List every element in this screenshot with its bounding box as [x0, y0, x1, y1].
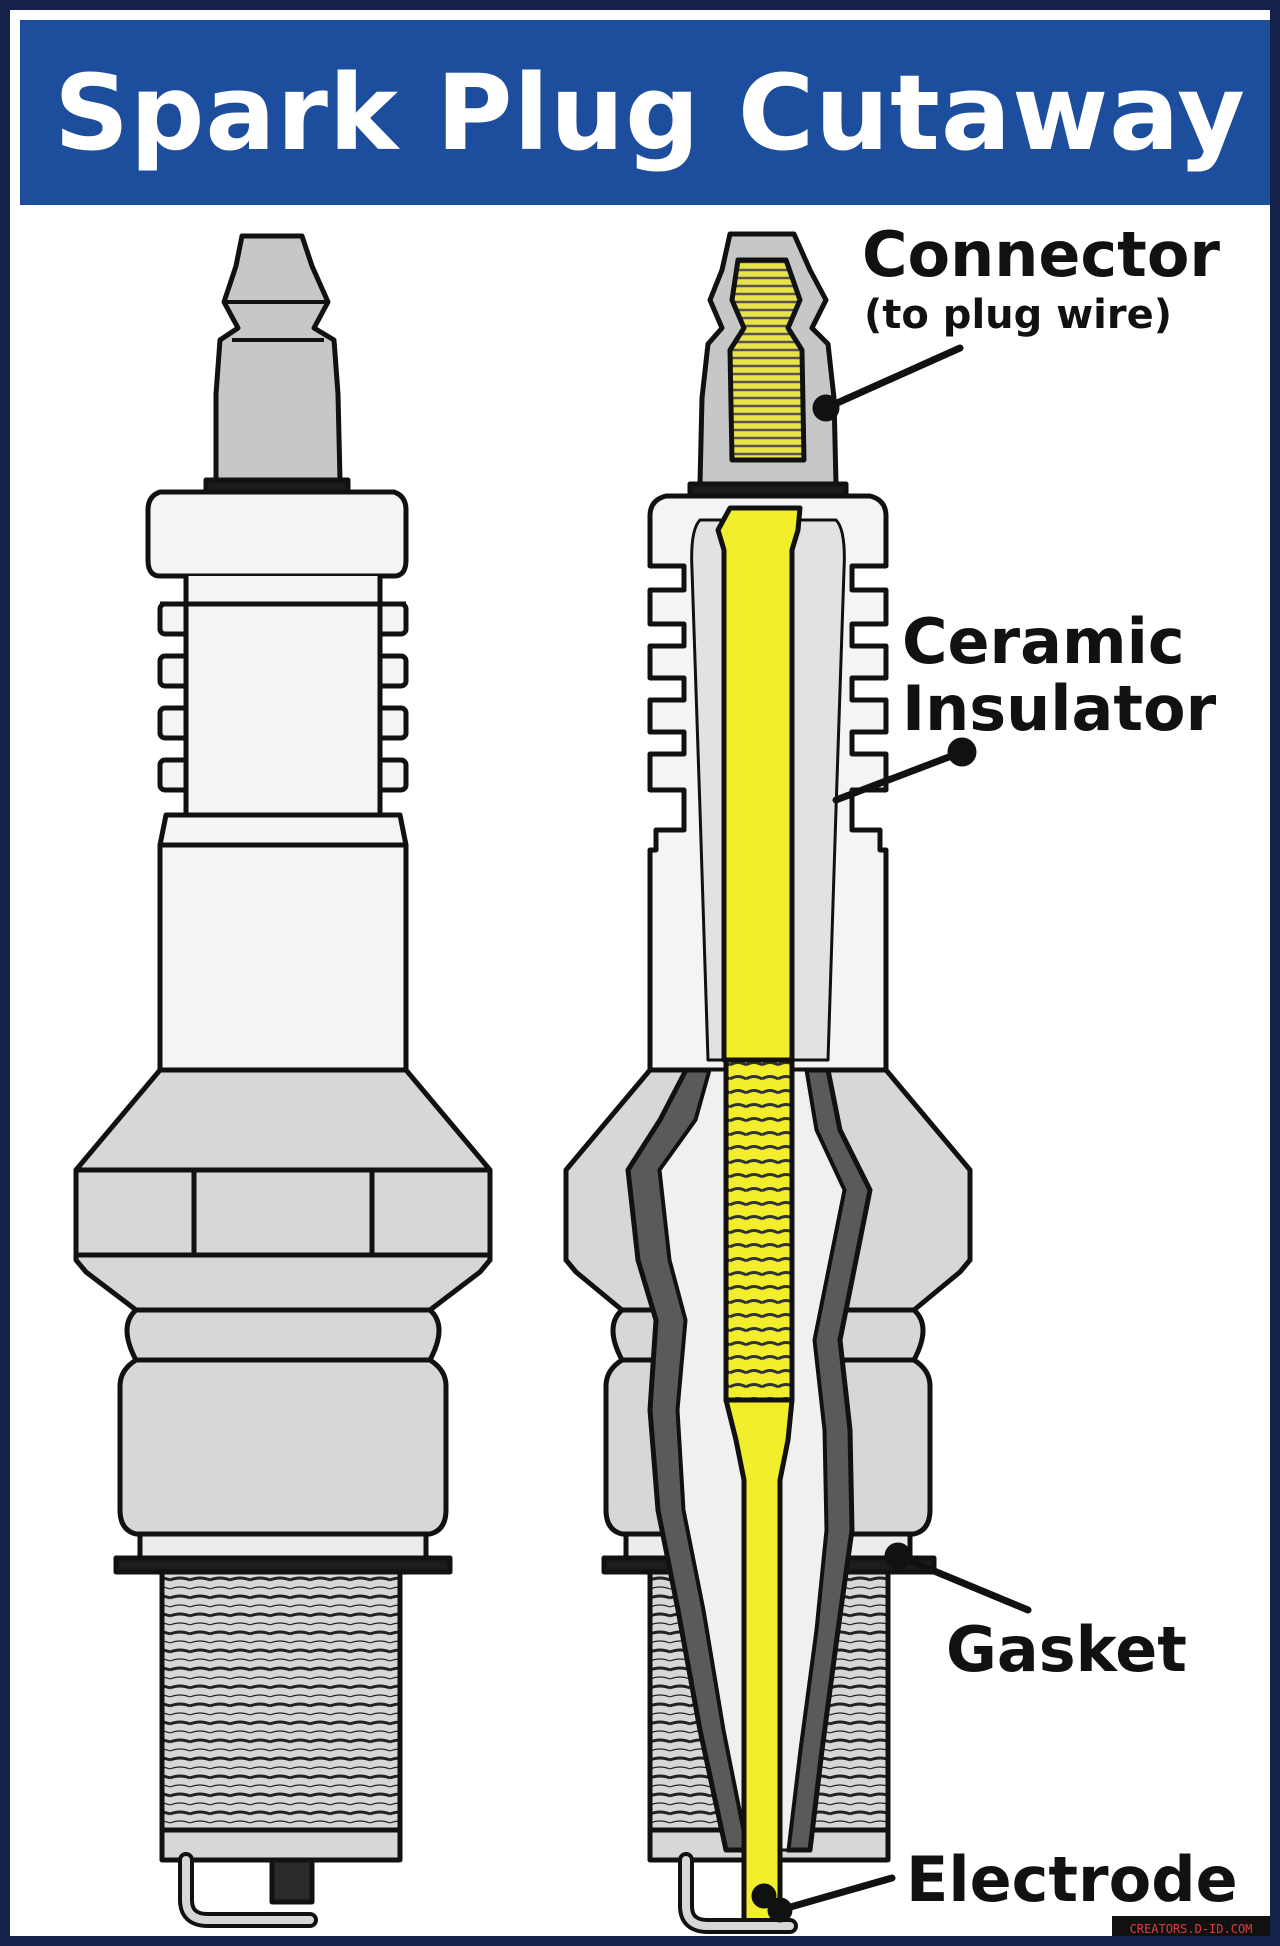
center-conductor	[715, 505, 803, 1063]
gasket-leader	[894, 1552, 1032, 1614]
leader-lines	[767, 344, 1032, 1923]
label-connector: Connector	[862, 218, 1220, 291]
label-electrode: Electrode	[906, 1843, 1238, 1916]
shell-end	[159, 1827, 403, 1863]
lower-shell	[117, 1357, 449, 1537]
shell-ring	[124, 1307, 442, 1363]
threaded-section	[159, 1569, 403, 1833]
ceramic-body	[157, 842, 409, 1073]
connector-leader	[822, 344, 964, 412]
ceramic-neck	[157, 812, 409, 848]
resistor-spring	[723, 1057, 795, 1403]
ceramic-top	[145, 489, 409, 579]
label-ceramic: Ceramic	[902, 605, 1185, 678]
watermark: CREATORS.D-ID.COM	[1112, 1916, 1270, 1936]
electrode-tip-dot	[751, 1883, 777, 1909]
label-gasket: Gasket	[946, 1613, 1187, 1686]
connector-thread	[727, 257, 807, 463]
ceramic-leader	[832, 748, 966, 804]
electrode-leader	[776, 1874, 896, 1914]
title-banner	[20, 20, 1270, 205]
terminal-cap	[213, 233, 343, 483]
hex-nut	[73, 1067, 493, 1313]
label-insulator: Insulator	[902, 672, 1217, 745]
diagram-title: Spark Plug Cutaway	[54, 51, 1246, 174]
label-connector-subtitle: (to plug wire)	[864, 292, 1172, 338]
spark-plug-illustration	[73, 231, 1032, 1934]
center-tip	[269, 1857, 315, 1905]
complete-spark-plug	[73, 233, 493, 1928]
cutaway-spark-plug	[563, 231, 973, 1934]
